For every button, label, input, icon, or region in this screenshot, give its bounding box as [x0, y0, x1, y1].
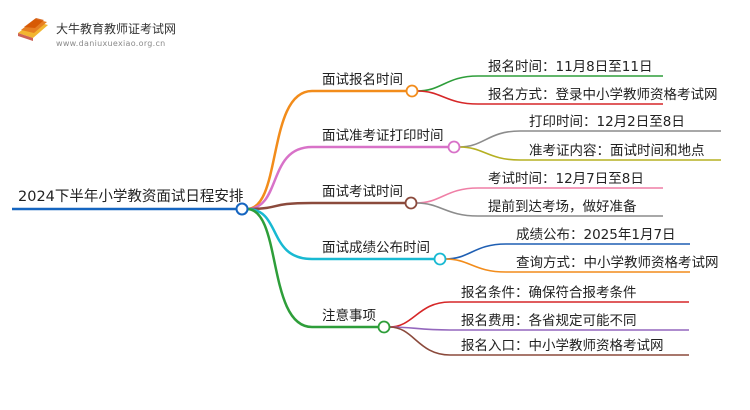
root-circle [235, 202, 249, 216]
leaf-label-3-1: 考试时间：12月7日至8日 [488, 171, 644, 187]
leaf-curve-1-1 [417, 75, 479, 92]
leaf-label-5-3: 报名入口：中小学教师资格考试网 [461, 338, 664, 354]
leaf-curve-4-2 [445, 258, 507, 273]
branch-curve-1 [246, 89, 313, 211]
leaf-label-5-1: 报名条件：确保符合报考条件 [461, 284, 637, 301]
leaf-curve-2-2 [459, 146, 521, 161]
logo-url: www.daniuxuexiao.org.cn [56, 39, 166, 48]
logo-title: 大牛教育教师证考试网 [56, 21, 176, 36]
branch-node-2 [447, 140, 461, 154]
labels: 面试报名时间 报名时间：11月8日至11日报名方式：登录中小学教师资格考试网面试准… [322, 59, 719, 354]
branch-label-5: 注意事项 [322, 307, 376, 324]
book-icon [18, 18, 48, 41]
branch-curve-2 [246, 145, 313, 211]
leaf-label-3-2: 提前到达考场，做好准备 [488, 198, 637, 215]
leaf-curve-5-1 [389, 301, 451, 328]
leaf-curve-1-2 [417, 90, 479, 105]
branch-node-4 [433, 252, 447, 266]
branch-node-1 [405, 84, 419, 98]
branch-node-5 [377, 320, 391, 334]
leaf-label-1-1: 报名时间：11月8日至11日 [488, 59, 652, 75]
edges [246, 75, 721, 356]
branch-label-2: 面试准考证打印时间 [322, 127, 444, 144]
logo: 大牛教育教师证考试网 www.daniuxuexiao.org.cn [18, 18, 176, 48]
branch-label-3: 面试考试时间 [322, 184, 403, 200]
leaf-label-4-1: 成绩公布：2025年1月7日 [516, 227, 676, 243]
leaf-label-4-2: 查询方式：中小学教师资格考试网 [516, 255, 719, 271]
branch-label-4: 面试成绩公布时间 [322, 240, 430, 256]
leaf-curve-5-3 [389, 326, 451, 356]
leaf-label-5-2: 报名费用：各省规定可能不同 [461, 313, 637, 329]
leaf-label-2-2: 准考证内容：面试时间和地点 [529, 142, 705, 159]
branch-curve-3 [246, 201, 313, 211]
leaf-curve-3-1 [416, 187, 479, 204]
branch-label-1: 面试报名时间 [322, 72, 403, 88]
branch-curve-4 [246, 207, 313, 261]
leaf-label-1-2: 报名方式：登录中小学教师资格考试网 [488, 87, 718, 103]
leaf-curve-3-2 [416, 202, 479, 217]
branch-curve-5 [246, 207, 313, 329]
leaf-curve-4-1 [445, 243, 507, 260]
leaf-label-2-1: 打印时间：12月2日至8日 [529, 113, 685, 130]
root-node: 2024下半年小学教资面试日程安排 [12, 188, 249, 216]
root-label: 2024下半年小学教资面试日程安排 [18, 188, 243, 205]
branch-node-3 [404, 196, 418, 210]
leaf-curve-2-1 [459, 130, 521, 148]
